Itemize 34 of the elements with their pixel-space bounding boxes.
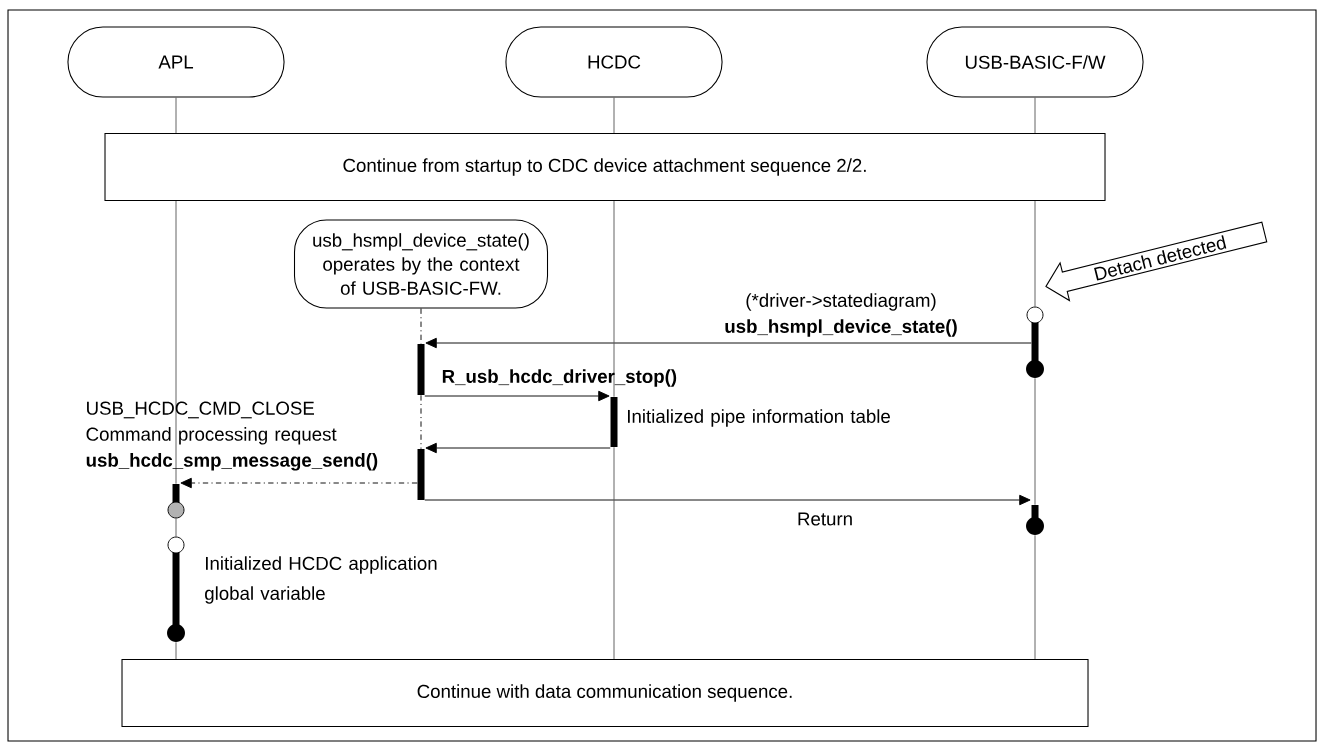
message-arrow [180, 477, 418, 489]
sequence-box: Continue with data communication sequence. [121, 658, 1089, 728]
lifeline [175, 97, 177, 134]
activation-bar [1026, 306, 1044, 378]
lifeline-header: USB-BASIC-F/W [926, 26, 1144, 98]
note-box: usb_hsmpl_device_state() operates by the context of USB-BASIC-FW. [293, 219, 549, 309]
edge-label: Return [798, 512, 852, 526]
edge-label: USB_HCDC_CMD_CLOSE Command processing request usb_hcdc_smp_message_send() [86, 401, 378, 471]
lifeline [420, 394, 422, 450]
sequence-box: Continue from startup to CDC device attachment sequence 2/2. [104, 132, 1106, 202]
lifeline [613, 200, 615, 398]
lifeline [613, 97, 615, 134]
lifeline-header: APL [67, 26, 285, 98]
lifeline [1034, 377, 1036, 506]
activation-bar [1026, 505, 1044, 535]
message-arrow [424, 494, 1031, 506]
annotation: Initialized pipe information table [628, 409, 890, 427]
edge-label: (*driver->statediagram) usb_hsmpl_device_state() [725, 293, 957, 337]
lifeline-header: HCDC [505, 26, 723, 98]
message-arrow [425, 442, 611, 454]
lifeline [1034, 97, 1036, 134]
lifeline [175, 200, 177, 485]
lifeline [1034, 534, 1036, 660]
lifeline [1034, 200, 1036, 308]
activation-bar [167, 536, 185, 642]
activation-bar [167, 484, 185, 519]
lifeline [420, 308, 422, 345]
lifeline [175, 517, 177, 538]
annotation: Initialized HCDC application global variable [205, 556, 437, 604]
lifeline [613, 446, 615, 660]
lifeline [175, 641, 177, 660]
message-arrow [424, 390, 610, 402]
edge-label: R_usb_hcdc_driver_stop() [442, 369, 677, 387]
message-arrow [425, 337, 1032, 349]
